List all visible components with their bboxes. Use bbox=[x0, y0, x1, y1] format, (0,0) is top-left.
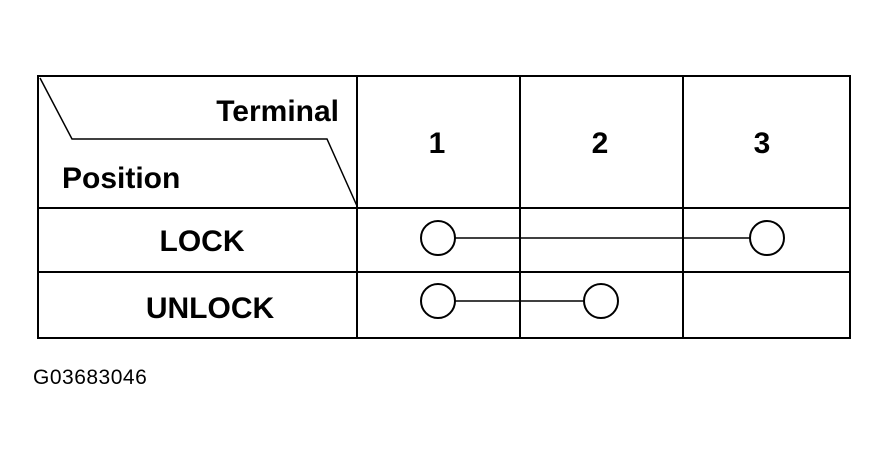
continuity-marks bbox=[420, 220, 785, 319]
position-lock-label: LOCK bbox=[160, 225, 245, 258]
continuity-terminal-circle bbox=[583, 283, 619, 319]
figure-id: G03683046 bbox=[33, 366, 148, 389]
continuity-terminal-circle bbox=[420, 220, 456, 256]
continuity-terminal-circle bbox=[420, 283, 456, 319]
header-terminal-label: Terminal bbox=[216, 95, 339, 128]
position-unlock-label: UNLOCK bbox=[146, 292, 275, 325]
continuity-terminal-circle bbox=[749, 220, 785, 256]
terminal-header-2: 2 bbox=[592, 127, 609, 160]
terminal-header-3: 3 bbox=[754, 127, 771, 160]
corner-cell-diagonal bbox=[39, 77, 358, 207]
header-position-label: Position bbox=[62, 162, 180, 195]
terminal-header-1: 1 bbox=[429, 127, 446, 160]
